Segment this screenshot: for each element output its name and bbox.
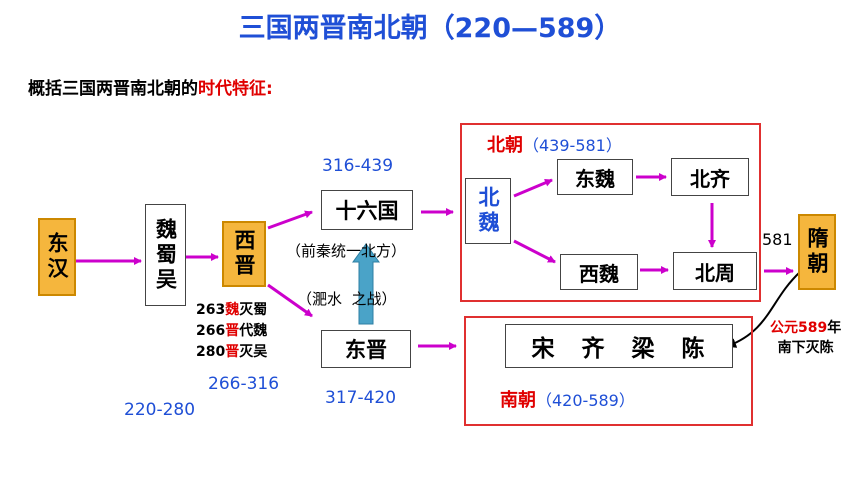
node-dongjin-label: 东晋 — [345, 338, 387, 362]
label-qianqin: （前秦统一北方） — [286, 242, 407, 260]
nanchao-heading: 南朝（420-589） — [500, 386, 635, 412]
arrow-beiwei-to-dongwei — [513, 178, 553, 198]
node-xiwei: 西魏 — [560, 254, 638, 290]
subtitle-colon: : — [266, 79, 273, 99]
node-beiqi: 北齐 — [671, 158, 749, 196]
page-title: 三国两晋南北朝（220—589） — [238, 13, 622, 44]
subtitle-prefix: 概括三国两晋南北朝的 — [28, 79, 198, 99]
label-581: 581 — [762, 230, 793, 249]
nanchao-frame — [464, 316, 753, 426]
event-item: 266晋代魏 — [196, 323, 268, 339]
arrow-xijin-to-dongjin — [267, 283, 313, 318]
node-shiliuguo-label: 十六国 — [335, 199, 399, 223]
node-beiwei: 北魏 — [465, 178, 511, 244]
arrow-beiwei-to-xiwei — [513, 239, 556, 264]
beichao-name: 北朝 — [487, 135, 523, 156]
nanchao-years: （420-589） — [536, 391, 635, 410]
node-donghan: 东汉 — [38, 218, 76, 296]
node-shiliuguo: 十六国 — [321, 190, 413, 230]
node-wei-shu-wu: 魏蜀吴 — [145, 204, 186, 306]
feishui-arrow — [352, 243, 380, 325]
sui-to-chen-arrow — [726, 271, 801, 348]
node-sui: 隋朝 — [798, 214, 836, 290]
subtitle: 概括三国两晋南北朝的时代特征: — [28, 74, 273, 99]
label-feishui: （淝水 之战） — [297, 290, 397, 308]
sui-note-line2: 南下灭陈 — [777, 340, 834, 356]
node-beizhou-label: 北周 — [695, 260, 735, 285]
event-item: 263魏灭蜀 — [196, 302, 268, 318]
beichao-heading: 北朝（439-581） — [487, 131, 622, 157]
node-donghan-label: 东汉 — [45, 232, 69, 282]
node-dongwei: 东魏 — [557, 159, 633, 195]
events-list: 263魏灭蜀 266晋代魏 280晋灭吴 — [196, 300, 267, 363]
node-sui-label: 隋朝 — [805, 227, 829, 277]
node-dongwei-label: 东魏 — [575, 166, 615, 191]
sui-note: 公元589年 南下灭陈 — [770, 318, 841, 358]
label-220-280: 220-280 — [124, 400, 196, 420]
node-xijin: 西晋 — [222, 221, 266, 287]
node-wei-shu-wu-label: 魏蜀吴 — [153, 217, 178, 293]
node-xiwei-label: 西魏 — [579, 261, 619, 286]
arrow-xijin-to-shiliuguo — [267, 210, 313, 230]
beichao-years: （439-581） — [523, 136, 622, 155]
label-316-439: 316-439 — [322, 156, 394, 176]
node-song-qi-liang-chen-label: 宋 齐 梁 陈 — [531, 336, 707, 362]
node-beizhou: 北周 — [673, 252, 757, 290]
node-beiqi-label: 北齐 — [690, 166, 730, 191]
label-317-420: 317-420 — [325, 388, 397, 408]
sui-note-line1: 公元589年 — [770, 320, 842, 336]
event-item: 280晋灭吴 — [196, 344, 268, 360]
node-beiwei-label: 北魏 — [476, 186, 500, 236]
subtitle-highlight: 时代特征 — [198, 79, 266, 99]
node-song-qi-liang-chen: 宋 齐 梁 陈 — [505, 324, 733, 368]
label-266-316: 266-316 — [208, 374, 280, 394]
nanchao-name: 南朝 — [500, 390, 536, 411]
node-dongjin: 东晋 — [321, 330, 411, 368]
beichao-frame — [460, 123, 761, 302]
node-xijin-label: 西晋 — [232, 229, 256, 279]
